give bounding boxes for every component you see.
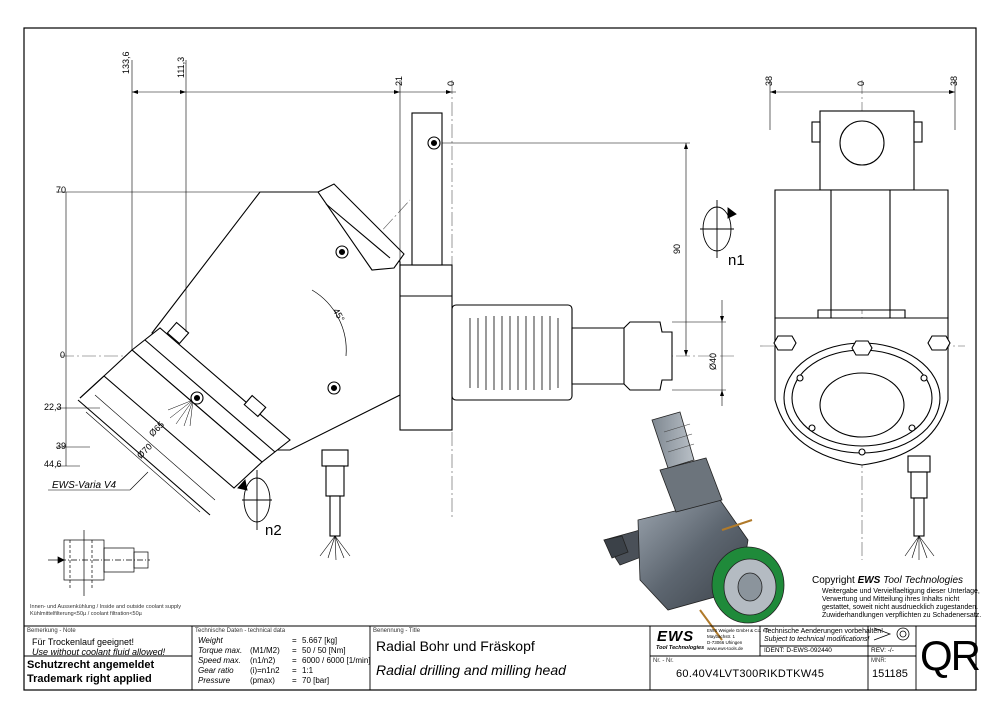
angle-arc (311, 289, 347, 357)
front-housing (774, 189, 949, 319)
side-view (77, 112, 673, 561)
ident: IDENT: D-EWS-092440 (764, 647, 832, 654)
dim-0-left: 0 (60, 350, 66, 360)
copyright-line-3: gestattet, soweit nicht ausdruecklich zu… (822, 604, 979, 611)
revision: REV: -/- (871, 647, 894, 654)
rotation-symbol-n2 (237, 470, 272, 530)
mnr-label: MNR: (871, 658, 887, 664)
title-german: Radial Bohr und Fräskopf (376, 638, 535, 654)
copyright-heading: Copyright EWS Tool Technologies (812, 575, 963, 586)
ews-logo-box (654, 628, 704, 652)
tech-value: 50 / 50 [Nm] (302, 646, 346, 655)
copyright-line-1: Weitergabe und Vervielfaeltigung dieser … (822, 588, 980, 595)
tech-eq: = (292, 656, 297, 665)
change-note-1: Technische Aenderungen vorbehalten! (764, 628, 884, 635)
tech-label: Speed max. (198, 656, 241, 665)
tech-param: (pmax) (250, 676, 275, 685)
tech-label: Gear ratio (198, 666, 234, 675)
label-n2: n2 (265, 522, 282, 539)
tech-eq: = (292, 676, 297, 685)
dim-133-6: 133,6 (121, 51, 131, 74)
dim-38-left: 38 (764, 75, 774, 86)
copyright-line-2: Verwertung und Mitteilung ihres Inhalts … (822, 596, 960, 603)
tech-header: Technische Daten - technical data (195, 628, 286, 634)
coolant-note-1: Innen- und Aussenkühlung / Inside and ou… (30, 604, 182, 610)
dim-90: 90 (672, 243, 682, 254)
tech-row: Pressure (pmax) = 70 [bar] (198, 676, 371, 686)
copyright-brand: EWS (857, 575, 881, 586)
outer-frame (23, 27, 977, 691)
coolant-nozzle-left (321, 449, 349, 467)
arrowheads (132, 90, 955, 396)
shank-bore (839, 120, 885, 166)
tech-value: 5.667 [kg] (302, 636, 338, 645)
tech-value: 6000 / 6000 [1/min] (302, 656, 371, 665)
upper-cap (317, 183, 405, 271)
dim-111-3: 111,3 (176, 56, 186, 78)
nr-label: Nr. - Nr. (653, 658, 674, 664)
dim-44-6: 44,6 (44, 459, 62, 469)
tech-value: 70 [bar] (302, 676, 330, 685)
front-view (773, 110, 951, 560)
ews-logo: EWS (657, 628, 695, 645)
coolant-nozzle-right (907, 455, 931, 473)
coolant-note-2: Kühlmittelfilterung<50µ / coolant filtra… (30, 611, 142, 617)
remark-header: Bemerkung - Note (27, 628, 76, 634)
copyright-suffix: Tool Technologies (880, 575, 964, 586)
title-header: Benennung - Title (373, 628, 421, 634)
company-line-2: Maybachstr. 1 (707, 634, 736, 639)
copyright-prefix: Copyright (812, 575, 858, 586)
variant-label: EWS-Varia V4 (52, 480, 117, 491)
tech-value: 1:1 (302, 666, 314, 675)
tech-param: (n1/n2) (250, 656, 276, 665)
tech-table: Weight = 5.667 [kg] Torque max. (M1/M2) … (198, 636, 371, 686)
dim-21: 21 (394, 75, 404, 86)
protect-line-2: Trademark right applied (27, 673, 152, 685)
dim-0-top: 0 (446, 80, 456, 86)
mounting-block (399, 264, 453, 431)
remark-line-1: Für Trockenlauf geeignet! (32, 637, 135, 647)
tech-row: Torque max. (M1/M2) = 50 / 50 [Nm] (198, 646, 371, 656)
tech-row: Weight = 5.667 [kg] (198, 636, 371, 646)
coolant-schematic (48, 530, 150, 596)
tech-label: Pressure (198, 676, 231, 685)
tech-eq: = (292, 636, 297, 645)
tech-label: Weight (198, 636, 223, 645)
dim-0-right: 0 (856, 80, 866, 86)
title-block-grid (24, 625, 976, 690)
dim-22-3: 22,3 (44, 402, 62, 412)
company-line-1: EWS Weigele GmbH & Co. KG (707, 628, 770, 633)
dim-39: 39 (56, 441, 67, 451)
tech-eq: = (292, 646, 297, 655)
change-note-2: Subject to technical modifications! (764, 636, 870, 643)
dim-70: 70 (56, 185, 67, 195)
tech-row: Gear ratio (i)=n1n2 = 1:1 (198, 666, 371, 676)
isometric-render (603, 411, 785, 641)
remark-line-2: Use without coolant fluid allowed! (32, 647, 166, 657)
copyright-line-4: Zuwiderhandlungen verpflichten zu Schade… (822, 612, 982, 619)
qr-label: QR (920, 632, 981, 679)
tech-param: (i)=n1n2 (250, 666, 280, 675)
tech-param: (M1/M2) (250, 646, 280, 655)
tech-row: Speed max. (n1/n2) = 6000 / 6000 [1/min] (198, 656, 371, 666)
drive-tang (571, 321, 673, 391)
tech-eq: = (292, 666, 297, 675)
protect-line-1: Schutzrecht angemeldet (27, 659, 155, 671)
company-line-4: www.ews-tools.de (707, 646, 744, 651)
label-n1: n1 (728, 252, 745, 269)
dim-38-right: 38 (949, 75, 959, 86)
tech-param (250, 636, 292, 646)
title-english: Radial drilling and milling head (376, 662, 566, 678)
company-line-3: D-73066 Uhingen (707, 640, 743, 645)
rotation-symbol-n1 (700, 200, 737, 258)
tolerance-symbol (873, 627, 910, 641)
mnr-value: 151185 (872, 668, 908, 680)
tech-label: Torque max. (198, 646, 243, 655)
part-number: 60.40V4LVT300RIKDTKW45 (676, 668, 825, 680)
dimension-lines (48, 60, 956, 513)
dim-d40: Ø40 (708, 352, 718, 370)
ews-logo-sub: Tool Technologies (656, 645, 705, 651)
